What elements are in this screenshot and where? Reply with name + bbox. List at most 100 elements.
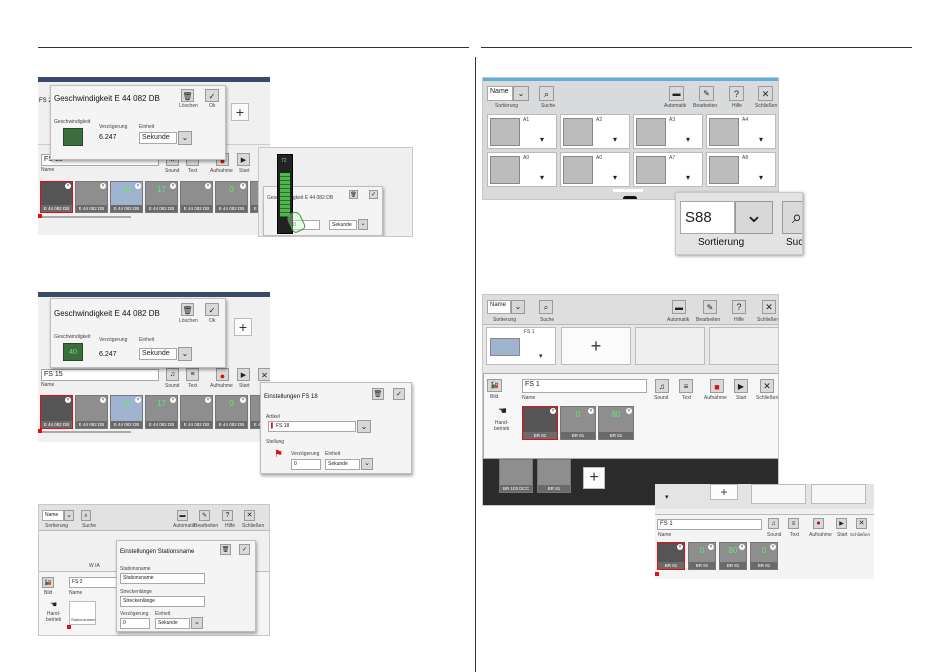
help-button[interactable]: ? bbox=[729, 86, 744, 101]
tile-close-icon[interactable]: × bbox=[240, 183, 246, 189]
tile-close-icon[interactable]: × bbox=[205, 397, 211, 403]
tile-close-icon[interactable]: × bbox=[100, 397, 106, 403]
automatik-button[interactable]: ▬ bbox=[177, 510, 188, 521]
close-button[interactable]: ✕ bbox=[760, 379, 774, 393]
switch-tile[interactable]: A8▾ bbox=[706, 152, 776, 187]
automatik-button[interactable]: ▬ bbox=[669, 86, 684, 101]
zoom-search-icon[interactable]: ⌕ bbox=[782, 201, 802, 234]
loco-tile[interactable]: BR 81× bbox=[657, 542, 685, 570]
loco-tile[interactable]: E 44 082 DB× bbox=[40, 395, 73, 429]
record-button[interactable]: ● bbox=[813, 518, 824, 529]
text-button[interactable]: ≡ bbox=[679, 379, 693, 393]
sort-select[interactable]: Name bbox=[42, 510, 64, 521]
help-button[interactable]: ? bbox=[222, 510, 233, 521]
tile-close-icon[interactable]: × bbox=[739, 544, 745, 550]
delete-button[interactable]: 🗑 bbox=[220, 544, 231, 555]
delete-button[interactable]: 🗑 bbox=[181, 89, 194, 102]
image-button[interactable]: 🚂 bbox=[42, 577, 54, 588]
close-button[interactable]: ✕ bbox=[244, 510, 255, 521]
search-icon[interactable]: ⌕ bbox=[539, 300, 553, 314]
loco-tile[interactable]: BR 81 bbox=[537, 459, 571, 493]
switch-tile[interactable]: A0▾ bbox=[560, 152, 630, 187]
loco-tile[interactable]: E 44 082 DB× bbox=[40, 181, 73, 213]
ok-button[interactable]: ✓ bbox=[205, 303, 219, 316]
station-tile[interactable]: Stationsname bbox=[69, 601, 96, 625]
small-unit[interactable]: Sekunde bbox=[329, 220, 357, 230]
edit-button[interactable]: ✎ bbox=[703, 300, 717, 314]
tile-close-icon[interactable]: × bbox=[770, 544, 776, 550]
search-icon[interactable]: ⌕ bbox=[81, 510, 91, 521]
loco-tile[interactable]: E 44 082 DB× bbox=[75, 181, 108, 213]
switch-tile[interactable]: A0▾ bbox=[487, 152, 557, 187]
close-button[interactable]: ✕ bbox=[258, 368, 270, 381]
loco-tile[interactable]: BR 81× bbox=[522, 406, 558, 440]
tile-close-icon[interactable]: × bbox=[65, 183, 71, 189]
tile-close-icon[interactable]: × bbox=[135, 183, 141, 189]
article-select[interactable]: ▌ FS 18 bbox=[268, 421, 356, 432]
record-button[interactable]: ■ bbox=[710, 379, 724, 393]
chevron-down-icon[interactable]: ▾ bbox=[759, 173, 764, 182]
tile-close-icon[interactable]: × bbox=[65, 397, 71, 403]
switch-tile[interactable]: A4▾ bbox=[706, 114, 776, 149]
speed-slider[interactable]: 72 bbox=[277, 154, 293, 234]
sound-button[interactable]: ♫ bbox=[655, 379, 669, 393]
station-name-input[interactable]: Stationsname bbox=[120, 573, 205, 584]
delete-button[interactable]: 🗑 bbox=[181, 303, 194, 316]
chevron-down-icon[interactable]: ▾ bbox=[686, 173, 691, 182]
switch-tile[interactable]: A3▾ bbox=[633, 114, 703, 149]
fs1-tile[interactable]: FS 1 ▾ bbox=[486, 327, 556, 365]
start-button[interactable]: ▶ bbox=[237, 368, 250, 381]
tile-close-icon[interactable]: × bbox=[677, 544, 683, 550]
tile-close-icon[interactable]: × bbox=[708, 544, 714, 550]
speed-button[interactable] bbox=[63, 128, 83, 146]
switch-tile[interactable]: A7▾ bbox=[633, 152, 703, 187]
text-button[interactable]: ≡ bbox=[186, 368, 199, 381]
switch-tile[interactable]: A2▾ bbox=[560, 114, 630, 149]
text-button[interactable]: ≡ bbox=[788, 518, 799, 529]
small-ok-button[interactable]: ✓ bbox=[369, 190, 378, 199]
tile-close-icon[interactable]: × bbox=[135, 397, 141, 403]
sound-button[interactable]: ♫ bbox=[166, 368, 179, 381]
chevron-down-icon[interactable]: ▾ bbox=[686, 135, 691, 144]
tile-close-icon[interactable]: × bbox=[170, 397, 176, 403]
start-button[interactable]: ▶ bbox=[836, 518, 847, 529]
chevron-down-icon[interactable]: ⌄ bbox=[178, 347, 192, 361]
ok-button[interactable]: ✓ bbox=[393, 388, 405, 400]
start-button[interactable]: ▶ bbox=[734, 379, 748, 393]
add-button[interactable]: + bbox=[231, 103, 249, 121]
speed-button[interactable]: 40 bbox=[63, 343, 83, 361]
chevron-down-icon[interactable]: ▾ bbox=[759, 135, 764, 144]
fs-name-input[interactable]: FS 1 bbox=[657, 519, 762, 530]
close-button[interactable]: ✕ bbox=[762, 300, 776, 314]
close-button[interactable]: ✕ bbox=[758, 86, 773, 101]
tile-close-icon[interactable]: × bbox=[100, 183, 106, 189]
tile-close-icon[interactable]: × bbox=[205, 183, 211, 189]
unit-select[interactable]: Sekunde bbox=[139, 132, 177, 144]
add-button[interactable]: + bbox=[710, 484, 738, 500]
add-tile-button[interactable]: + bbox=[561, 327, 631, 365]
add-loco-button[interactable]: + bbox=[583, 467, 605, 489]
search-icon[interactable]: ⌕ bbox=[539, 86, 554, 101]
chevron-down-icon[interactable]: ▾ bbox=[613, 173, 618, 182]
loco-tile[interactable]: BR 103 DCC bbox=[499, 459, 533, 493]
chevron-down-icon[interactable]: ⌄ bbox=[178, 131, 192, 145]
unit-select[interactable]: Sekunde bbox=[139, 348, 177, 360]
help-button[interactable]: ? bbox=[732, 300, 746, 314]
fs-name-input[interactable]: FS 15 bbox=[41, 369, 159, 381]
zoom-sort-select[interactable]: S88 bbox=[680, 201, 735, 234]
fs-name-input[interactable]: FS 1 bbox=[522, 379, 647, 393]
tile-close-icon[interactable]: × bbox=[170, 183, 176, 189]
sound-button[interactable]: ♫ bbox=[768, 518, 779, 529]
image-button[interactable]: 🚂 bbox=[487, 379, 502, 392]
ok-button[interactable]: ✓ bbox=[205, 89, 219, 102]
